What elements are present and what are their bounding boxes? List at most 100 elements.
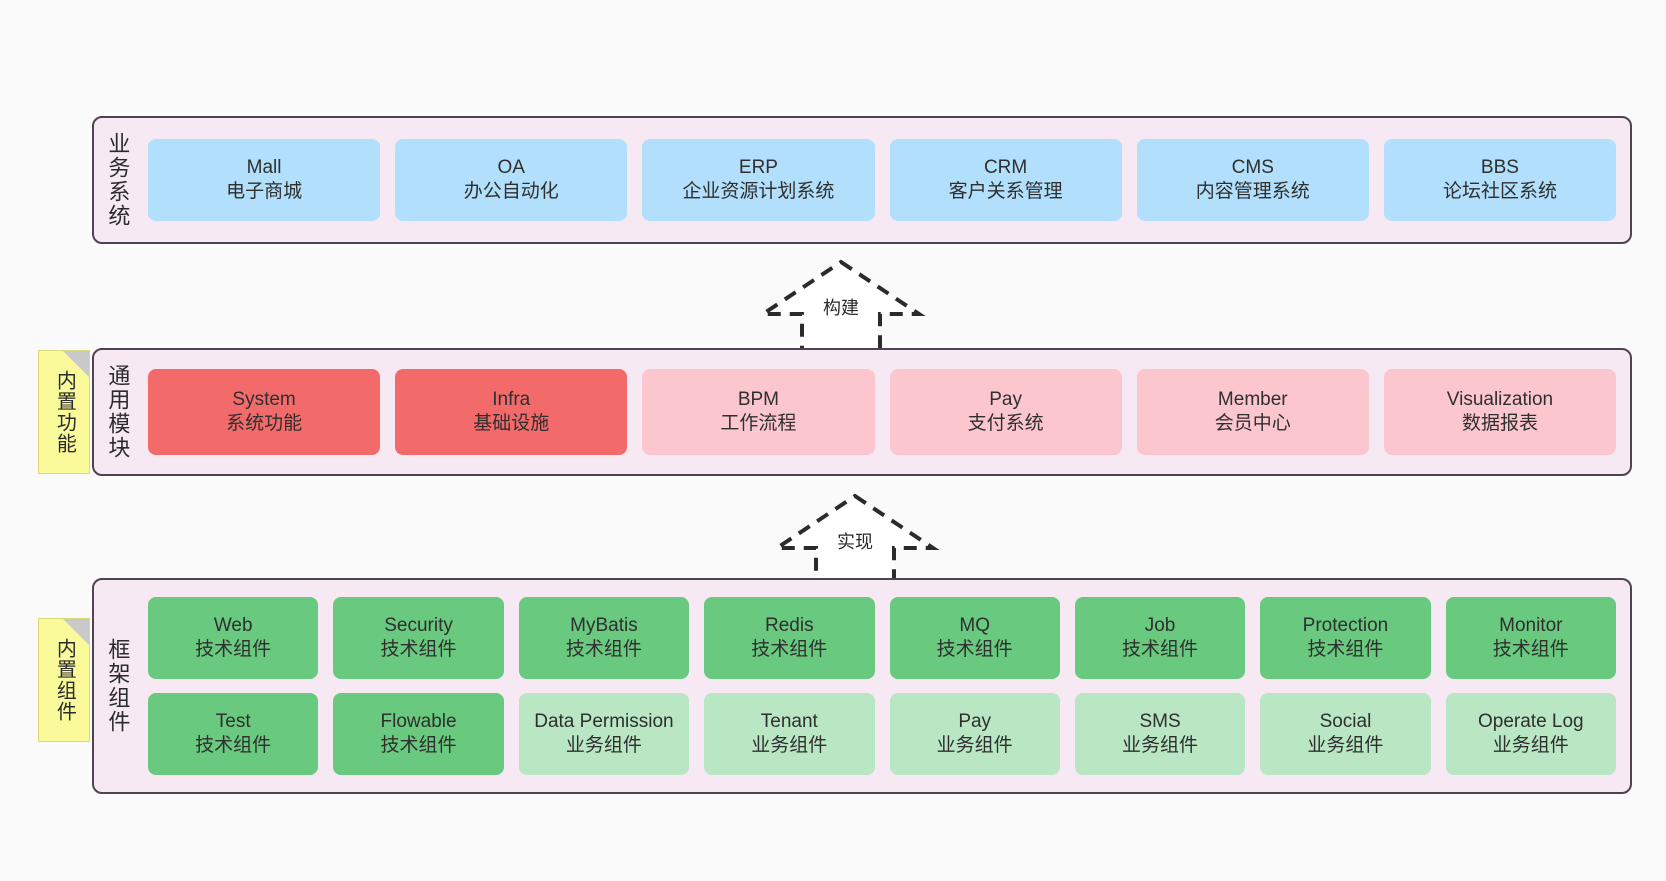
- card-row: System 系统功能 Infra 基础设施 BPM 工作流程 Pay 支付系统…: [148, 369, 1617, 455]
- card-title: MyBatis: [570, 614, 638, 636]
- card-title: Social: [1319, 710, 1372, 732]
- card-oa[interactable]: OA 办公自动化: [395, 139, 628, 221]
- card-subtitle: 支付系统: [967, 413, 1044, 434]
- card-protection[interactable]: Protection 技术组件: [1260, 597, 1431, 679]
- layer-business-system: 业务系统 Mall 电子商城 OA 办公自动化 ERP 企业资源计划系统 CRM…: [92, 116, 1632, 244]
- layer-framework-components: 框架组件 Web 技术组件 Security 技术组件 MyBatis 技术组件…: [92, 578, 1632, 794]
- card-system[interactable]: System 系统功能: [148, 369, 381, 455]
- card-subtitle: 技术组件: [1122, 639, 1199, 660]
- card-title: Infra: [492, 388, 531, 410]
- card-infra[interactable]: Infra 基础设施: [395, 369, 628, 455]
- card-bpm[interactable]: BPM 工作流程: [642, 369, 875, 455]
- card-subtitle: 会员中心: [1214, 413, 1291, 434]
- card-operate-log[interactable]: Operate Log 业务组件: [1445, 693, 1616, 775]
- note-builtin-function: 内置功能: [38, 350, 90, 474]
- layer-body-framework-components: Web 技术组件 Security 技术组件 MyBatis 技术组件 Redi…: [140, 580, 1630, 792]
- card-subtitle: 内容管理系统: [1195, 181, 1310, 202]
- card-row: Web 技术组件 Security 技术组件 MyBatis 技术组件 Redi…: [148, 597, 1616, 679]
- card-subtitle: 客户关系管理: [948, 181, 1063, 202]
- card-subtitle: 办公自动化: [463, 181, 559, 202]
- card-member[interactable]: Member 会员中心: [1136, 369, 1369, 455]
- card-redis[interactable]: Redis 技术组件: [704, 597, 875, 679]
- card-title: CRM: [983, 156, 1028, 178]
- card-sms[interactable]: SMS 业务组件: [1074, 693, 1246, 775]
- card-title: Test: [215, 710, 251, 732]
- note-label: 内置组件: [53, 638, 76, 722]
- card-monitor[interactable]: Monitor 技术组件: [1445, 597, 1616, 679]
- card-subtitle: 基础设施: [473, 413, 550, 434]
- card-title: Data Permission: [534, 710, 674, 732]
- card-subtitle: 技术组件: [1492, 639, 1569, 660]
- layer-body-common-modules: System 系统功能 Infra 基础设施 BPM 工作流程 Pay 支付系统…: [140, 350, 1630, 474]
- card-row: Test 技术组件 Flowable 技术组件 Data Permission …: [148, 693, 1616, 775]
- card-subtitle: 技术组件: [195, 735, 272, 756]
- card-title: Visualization: [1446, 388, 1554, 410]
- card-data-permission[interactable]: Data Permission 业务组件: [518, 693, 690, 775]
- card-title: Mall: [246, 156, 282, 178]
- card-subtitle: 论坛社区系统: [1442, 181, 1557, 202]
- card-subtitle: 业务组件: [936, 735, 1013, 756]
- card-subtitle: 工作流程: [720, 413, 797, 434]
- card-social[interactable]: Social 业务组件: [1260, 693, 1431, 775]
- card-subtitle: 业务组件: [1492, 735, 1569, 756]
- note-label: 内置功能: [53, 370, 76, 454]
- card-subtitle: 技术组件: [380, 735, 457, 756]
- card-subtitle: 技术组件: [936, 639, 1013, 660]
- card-subtitle: 业务组件: [1122, 735, 1199, 756]
- card-title: MQ: [959, 614, 990, 636]
- card-job[interactable]: Job 技术组件: [1074, 597, 1246, 679]
- card-subtitle: 数据报表: [1461, 413, 1538, 434]
- card-title: ERP: [738, 156, 778, 178]
- card-subtitle: 业务组件: [1307, 735, 1384, 756]
- card-title: Job: [1144, 614, 1176, 636]
- card-cms[interactable]: CMS 内容管理系统: [1136, 139, 1369, 221]
- card-title: CMS: [1231, 156, 1274, 178]
- connector-implement-arrow: 实现: [770, 490, 940, 590]
- card-subtitle: 电子商城: [226, 181, 303, 202]
- card-title: Security: [384, 614, 453, 636]
- card-tenant[interactable]: Tenant 业务组件: [704, 693, 875, 775]
- card-subtitle: 技术组件: [195, 639, 272, 660]
- card-title: BPM: [737, 388, 780, 410]
- card-subtitle: 技术组件: [380, 639, 457, 660]
- card-title: Flowable: [380, 710, 457, 732]
- card-title: SMS: [1139, 710, 1181, 732]
- card-subtitle: 业务组件: [565, 735, 642, 756]
- card-flowable[interactable]: Flowable 技术组件: [333, 693, 504, 775]
- card-subtitle: 技术组件: [751, 639, 828, 660]
- card-pay[interactable]: Pay 支付系统: [889, 369, 1122, 455]
- card-mall[interactable]: Mall 电子商城: [148, 139, 381, 221]
- card-mybatis[interactable]: MyBatis 技术组件: [518, 597, 690, 679]
- card-title: System: [232, 388, 296, 410]
- card-title: BBS: [1480, 156, 1519, 178]
- note-fold-corner: [63, 351, 89, 377]
- card-bbs[interactable]: BBS 论坛社区系统: [1383, 139, 1617, 221]
- card-title: Protection: [1302, 614, 1389, 636]
- card-title: OA: [497, 156, 525, 178]
- card-title: Pay: [958, 710, 992, 732]
- card-subtitle: 技术组件: [1307, 639, 1384, 660]
- card-title: Member: [1217, 388, 1288, 410]
- card-erp[interactable]: ERP 企业资源计划系统: [642, 139, 875, 221]
- layer-body-business-system: Mall 电子商城 OA 办公自动化 ERP 企业资源计划系统 CRM 客户关系…: [140, 118, 1630, 242]
- card-test[interactable]: Test 技术组件: [148, 693, 319, 775]
- layer-title-common-modules: 通用模块: [105, 364, 131, 460]
- card-visualization[interactable]: Visualization 数据报表: [1383, 369, 1617, 455]
- connector-build-arrow: 构建: [756, 256, 926, 356]
- layer-title-business-system: 业务系统: [105, 132, 131, 228]
- card-title: Monitor: [1499, 614, 1563, 636]
- connector-build-label: 构建: [823, 298, 859, 318]
- card-subtitle: 企业资源计划系统: [682, 181, 835, 202]
- card-crm[interactable]: CRM 客户关系管理: [889, 139, 1122, 221]
- card-title: Redis: [765, 614, 814, 636]
- card-subtitle: 业务组件: [751, 735, 828, 756]
- connector-implement-label: 实现: [837, 532, 873, 552]
- card-subtitle: 技术组件: [565, 639, 642, 660]
- card-mq[interactable]: MQ 技术组件: [889, 597, 1060, 679]
- card-web[interactable]: Web 技术组件: [148, 597, 319, 679]
- card-security[interactable]: Security 技术组件: [333, 597, 504, 679]
- card-title: Operate Log: [1477, 710, 1584, 732]
- card-pay-business[interactable]: Pay 业务组件: [889, 693, 1060, 775]
- card-title: Pay: [989, 388, 1022, 410]
